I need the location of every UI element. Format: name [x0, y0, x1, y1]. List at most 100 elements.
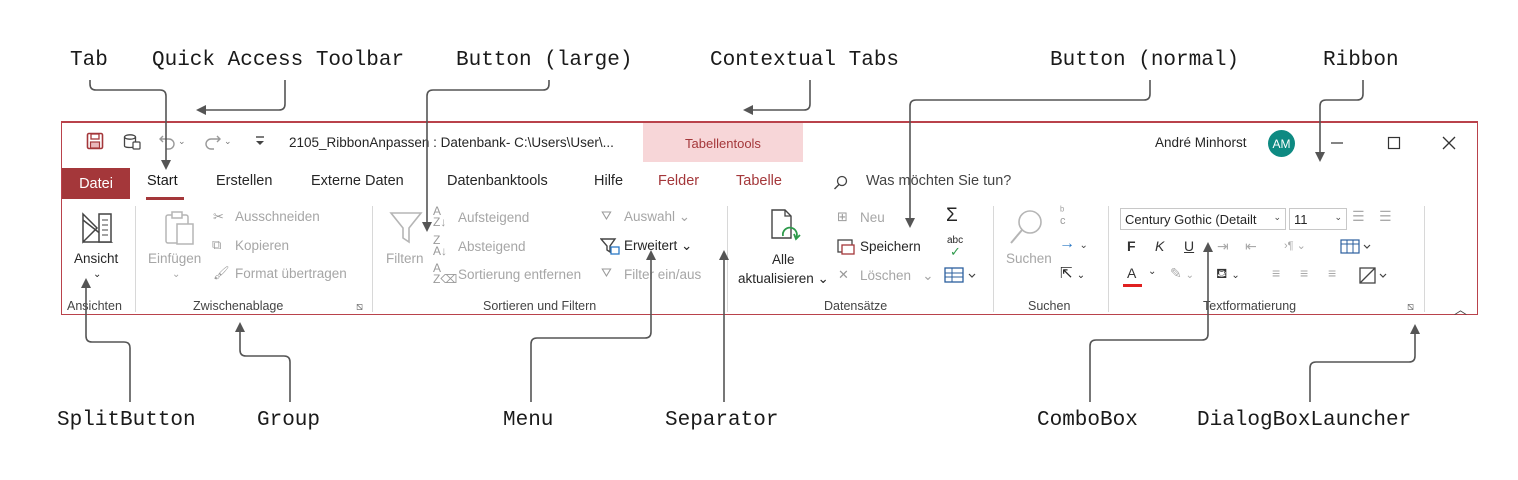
database-icon[interactable]	[122, 132, 142, 152]
refresh-label-line2: aktualisieren ⌄	[738, 271, 829, 286]
callout-quick-access-toolbar: Quick Access Toolbar	[152, 49, 405, 72]
new-record-icon: ⊞	[837, 209, 848, 224]
tell-me-search[interactable]: Was möchten Sie tun?	[866, 173, 1012, 189]
dialog-box-launcher-icon[interactable]: ⧅	[356, 301, 363, 313]
chevron-down-icon: ⌄	[1148, 266, 1157, 277]
tab-fields[interactable]: Felder	[658, 173, 700, 189]
bold-button[interactable]: F	[1127, 238, 1136, 254]
title-bar: ⌄ ⌄ 2105_RibbonAnpassen : Datenbank- C:\…	[62, 121, 1477, 163]
save-record-button[interactable]: Speichern	[860, 239, 921, 254]
ribbon: Ansicht ⌄ Ansichten Einfügen ⌄ ✂ Ausschn…	[62, 200, 1477, 317]
group-separator	[135, 206, 136, 312]
magnifier-icon	[1010, 210, 1042, 244]
dialog-box-launcher-icon[interactable]: ⧅	[1407, 301, 1414, 313]
group-label-find: Suchen	[1028, 299, 1071, 313]
contextual-tab-set: Tabellentools	[643, 121, 803, 162]
redo-icon[interactable]: ⌄	[204, 132, 232, 150]
minimize-icon[interactable]	[1322, 131, 1352, 155]
align-left-icon[interactable]: ≡	[1272, 265, 1281, 281]
copy-icon: ⧉	[212, 237, 222, 252]
tab-help[interactable]: Hilfe	[594, 173, 624, 189]
advanced-menu[interactable]: Erweitert ⌄	[624, 238, 693, 253]
tab-start[interactable]: Start	[147, 173, 178, 189]
refresh-icon	[771, 209, 801, 241]
gridlines-icon[interactable]	[1340, 239, 1372, 255]
selection-filter-icon: ⛛	[601, 208, 612, 223]
undo-icon[interactable]: ⌄	[158, 132, 186, 150]
copy-button[interactable]: Kopieren	[235, 238, 290, 253]
collapse-ribbon-icon[interactable]: ︿	[1454, 302, 1468, 317]
close-icon[interactable]	[1434, 131, 1464, 155]
customize-icon[interactable]	[254, 134, 266, 148]
sort-ascending-button[interactable]: Aufsteigend	[458, 210, 530, 225]
highlight-icon[interactable]: ✎ ⌄	[1170, 265, 1195, 281]
callout-contextual-tabs: Contextual Tabs	[710, 49, 900, 72]
callout-dialog-box-launcher: DialogBoxLauncher	[1197, 409, 1412, 432]
callout-ribbon: Ribbon	[1323, 49, 1399, 72]
funnel-icon	[389, 212, 423, 244]
delete-icon: ✕	[838, 267, 849, 282]
align-center-icon[interactable]: ≡	[1300, 265, 1309, 281]
design-view-icon	[82, 212, 114, 244]
user-name[interactable]: André Minhorst	[1155, 135, 1247, 150]
sort-descending-button[interactable]: Absteigend	[458, 239, 526, 254]
increase-indent-icon[interactable]: ⇥	[1217, 238, 1229, 254]
contextual-tab-set-label: Tabellentools	[685, 136, 761, 151]
group-separator	[727, 206, 728, 312]
cut-button[interactable]: Ausschneiden	[235, 209, 320, 224]
scissors-icon: ✂	[213, 209, 224, 224]
group-separator	[372, 206, 373, 312]
delete-label: Löschen	[860, 268, 912, 283]
format-painter-button[interactable]: Format übertragen	[235, 266, 347, 281]
group-label-sort-filter: Sortieren und Filtern	[483, 299, 597, 313]
bullet-list-icon[interactable]: ☰	[1352, 208, 1365, 224]
paragraph-direction-icon[interactable]: ›¶ ⌄	[1284, 240, 1306, 252]
toggle-filter-button[interactable]: Filter ein/aus	[624, 267, 702, 282]
advanced-menu-label: Erweitert	[624, 238, 678, 253]
maximize-icon[interactable]	[1379, 131, 1409, 155]
underline-button[interactable]: U	[1184, 238, 1195, 254]
selection-menu[interactable]: Auswahl ⌄	[624, 209, 691, 224]
avatar[interactable]: AM	[1268, 130, 1295, 157]
view-button-label: Ansicht	[74, 251, 119, 266]
tab-table[interactable]: Tabelle	[736, 173, 782, 189]
active-tab-indicator	[146, 197, 184, 200]
tab-database-tools[interactable]: Datenbanktools	[447, 173, 548, 189]
callout-combobox: ComboBox	[1037, 409, 1138, 432]
totals-icon[interactable]: Σ	[946, 205, 958, 226]
numbered-list-icon[interactable]: ☰	[1379, 208, 1392, 224]
save-icon[interactable]	[86, 132, 104, 150]
align-right-icon[interactable]: ≡	[1328, 265, 1337, 281]
fill-color-icon[interactable]: ⛾ ⌄	[1216, 265, 1240, 281]
callout-group: Group	[257, 409, 321, 432]
group-label-records: Datensätze	[824, 299, 888, 313]
find-label: Suchen	[1006, 251, 1052, 266]
chevron-down-icon: ⌄	[93, 269, 102, 280]
checkmark-icon: ✓	[950, 244, 961, 259]
advanced-filter-icon	[600, 238, 620, 255]
delete-split-button[interactable]: Löschen ⌄	[860, 268, 934, 283]
select-icon[interactable]: ⇱ ⌄	[1060, 265, 1086, 282]
remove-sort-button[interactable]: Sortierung entfernen	[458, 267, 582, 282]
font-size-value: 11	[1294, 212, 1308, 227]
callout-button-large: Button (large)	[456, 49, 633, 72]
tab-create[interactable]: Erstellen	[216, 173, 273, 189]
alternate-row-color-icon[interactable]	[1359, 267, 1389, 285]
font-size-combobox[interactable]: 11⌄	[1289, 208, 1347, 230]
callout-split-button: SplitButton	[57, 409, 196, 432]
new-record-button[interactable]: Neu	[860, 210, 885, 225]
arrow-contextual-tabs	[743, 80, 811, 115]
more-records-icon[interactable]	[944, 267, 978, 285]
goto-icon[interactable]: → ⌄	[1059, 235, 1088, 252]
italic-button[interactable]: K	[1155, 238, 1165, 254]
tab-file[interactable]: Datei	[62, 168, 130, 199]
decrease-indent-icon[interactable]: ⇤	[1245, 238, 1257, 254]
font-name-combobox[interactable]: Century Gothic (Detailt⌄	[1120, 208, 1286, 230]
arrow-quick-access-toolbar	[196, 80, 286, 115]
spelling-label: abc	[947, 235, 964, 246]
tab-external-data[interactable]: Externe Daten	[311, 173, 404, 189]
group-separator	[993, 206, 994, 312]
